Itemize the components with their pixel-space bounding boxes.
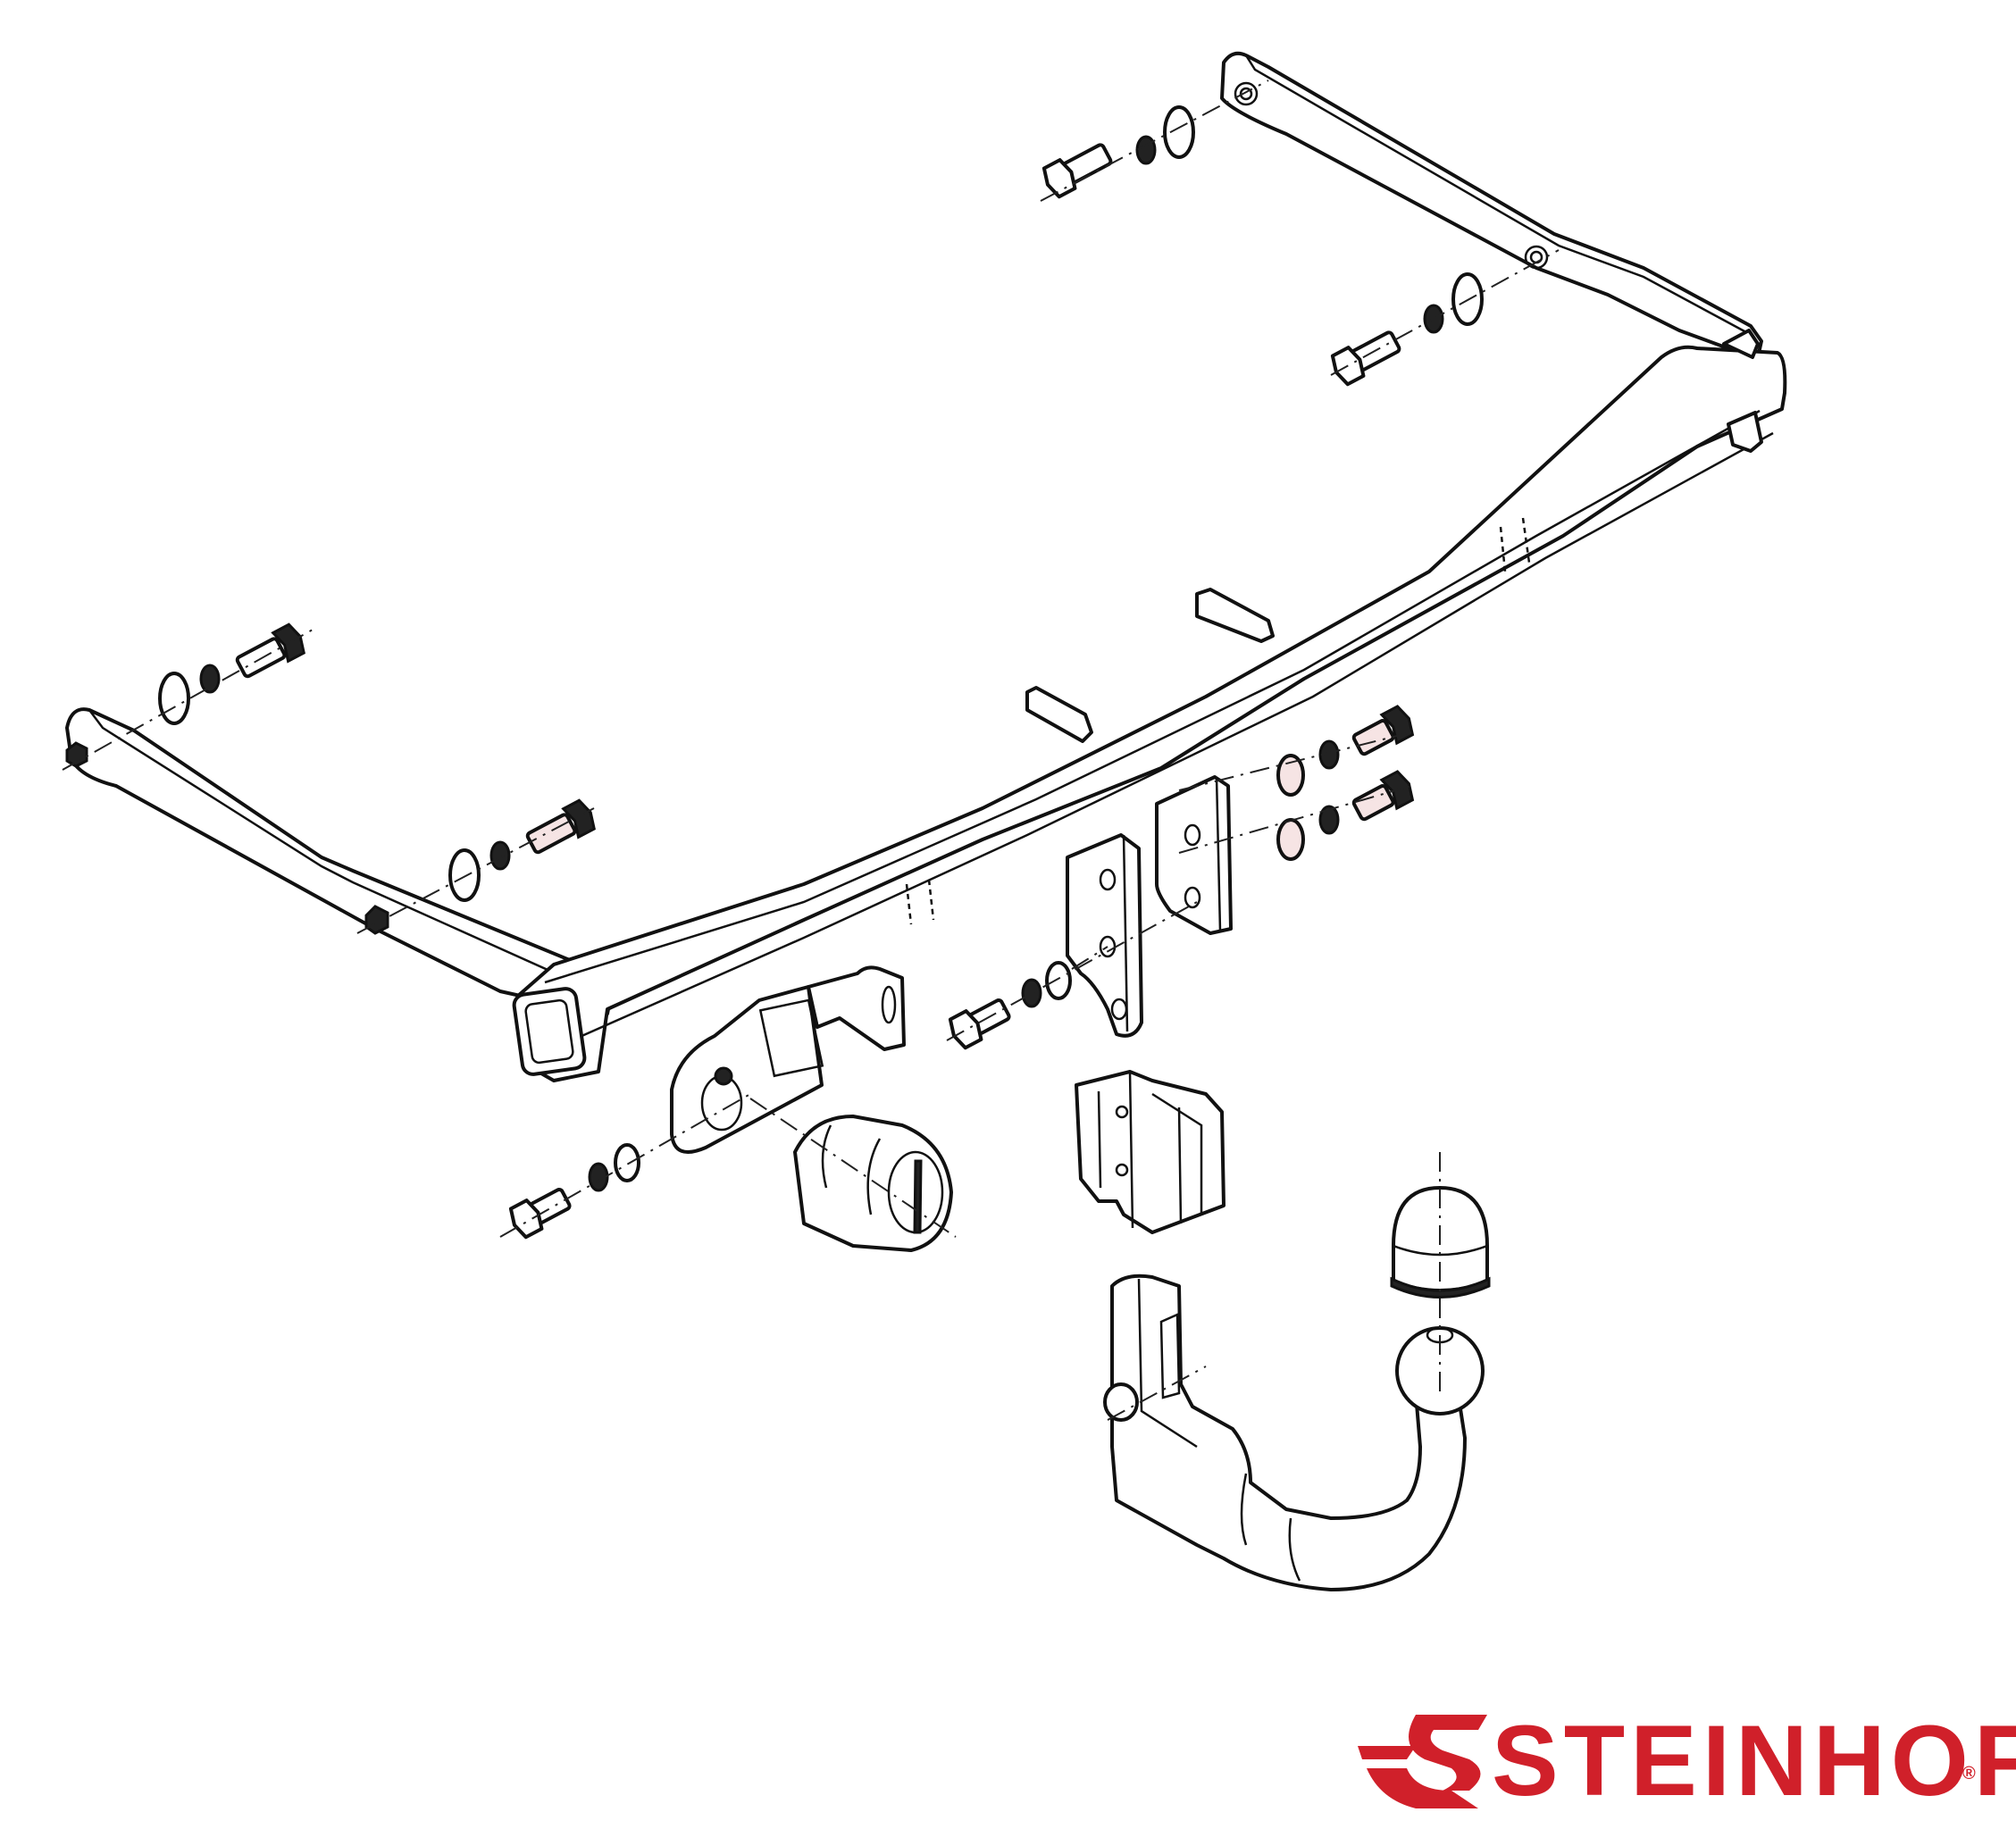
registered-mark: ® — [1962, 1764, 1976, 1783]
assembly-axes — [62, 79, 1560, 1421]
receiver-housing — [1075, 1070, 1225, 1234]
socket-plate — [670, 965, 906, 1154]
brand-name: STEINHOF — [1492, 1705, 2016, 1816]
steinhof-logo: STEINHOF ® — [1353, 1710, 2016, 1811]
main-crossbar — [512, 329, 1787, 1082]
electrical-socket — [793, 1115, 953, 1252]
tow-ball-neck — [1103, 1274, 1485, 1591]
left-side-arm — [65, 707, 614, 1015]
center-brackets — [1066, 775, 1233, 1038]
steinhof-swoosh-icon — [1358, 1715, 1487, 1808]
right-side-arm — [1220, 51, 1763, 359]
